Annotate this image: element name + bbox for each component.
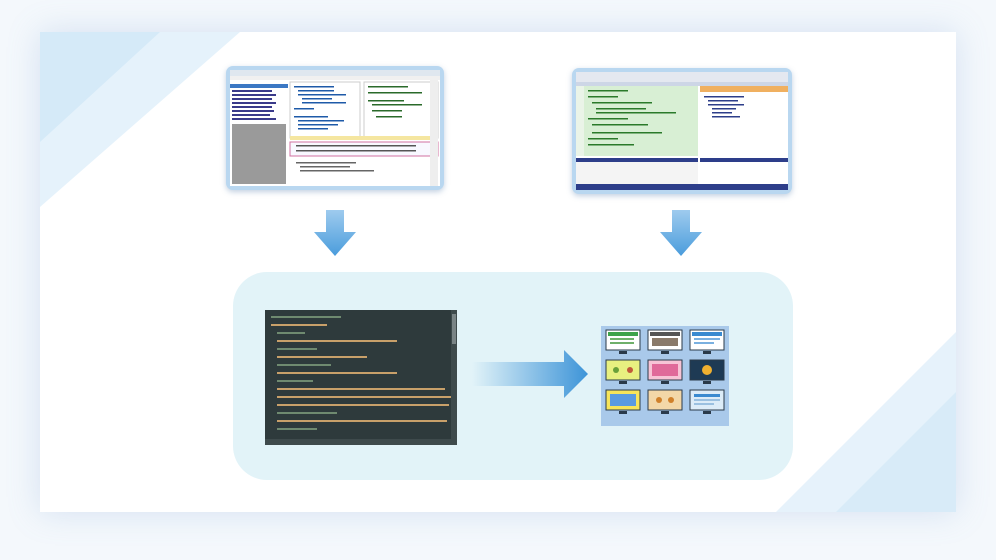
monitor-6 [689, 359, 725, 384]
monitor-1 [605, 329, 641, 354]
monitor-3 [689, 329, 725, 354]
down-arrow-left [314, 210, 356, 256]
monitor-4 [605, 359, 641, 384]
diagram-card [40, 32, 956, 512]
monitor-9 [689, 389, 725, 414]
app-screens-grid [601, 326, 729, 426]
decor-top-left [40, 32, 240, 207]
right-arrow [472, 350, 588, 398]
down-arrow-right [660, 210, 702, 256]
monitor-2 [647, 329, 683, 354]
monitor-icons [605, 329, 725, 414]
code-lines [265, 310, 457, 445]
monitor-5 [647, 359, 683, 384]
legacy-ide-screenshot [226, 66, 444, 190]
visual-studio-screenshot [572, 68, 792, 194]
monitor-7 [605, 389, 641, 414]
legacy-ide-content [230, 70, 440, 186]
decor-bottom-right [776, 332, 956, 512]
monitor-8 [647, 389, 683, 414]
converted-code-editor [265, 310, 457, 445]
visual-studio-content [576, 72, 788, 190]
